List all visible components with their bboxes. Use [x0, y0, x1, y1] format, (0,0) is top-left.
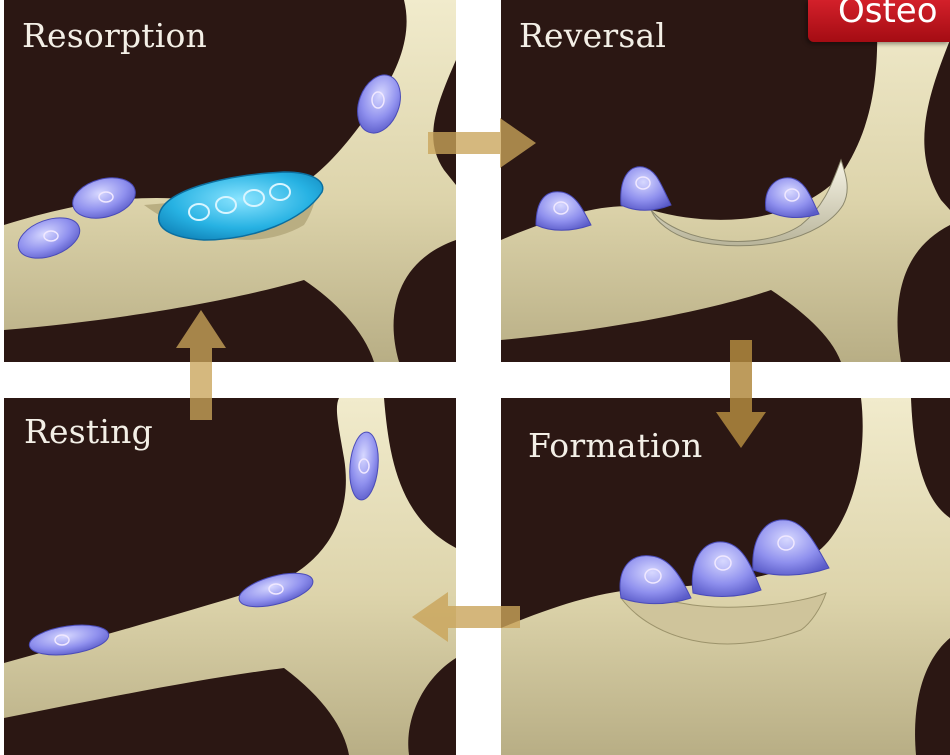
panel-formation: Formation: [501, 398, 950, 755]
stage-label-formation: Formation: [528, 426, 702, 465]
arrow-left-icon: [412, 592, 520, 642]
resting-illustration: [4, 398, 456, 755]
panel-reversal: Reversal: [501, 0, 950, 362]
arrow-up-icon: [176, 310, 226, 420]
stage-label-resting: Resting: [24, 412, 153, 451]
arrow-down-icon: [716, 340, 766, 450]
arrow-right-icon: [428, 118, 538, 168]
stage-label-resorption: Resorption: [22, 16, 207, 55]
panel-resorption: Resorption: [4, 0, 456, 362]
title-badge: Osteo: [808, 0, 950, 42]
stage-label-reversal: Reversal: [519, 16, 666, 55]
panel-resting: Resting: [4, 398, 456, 755]
title-badge-text: Osteo: [838, 0, 938, 31]
